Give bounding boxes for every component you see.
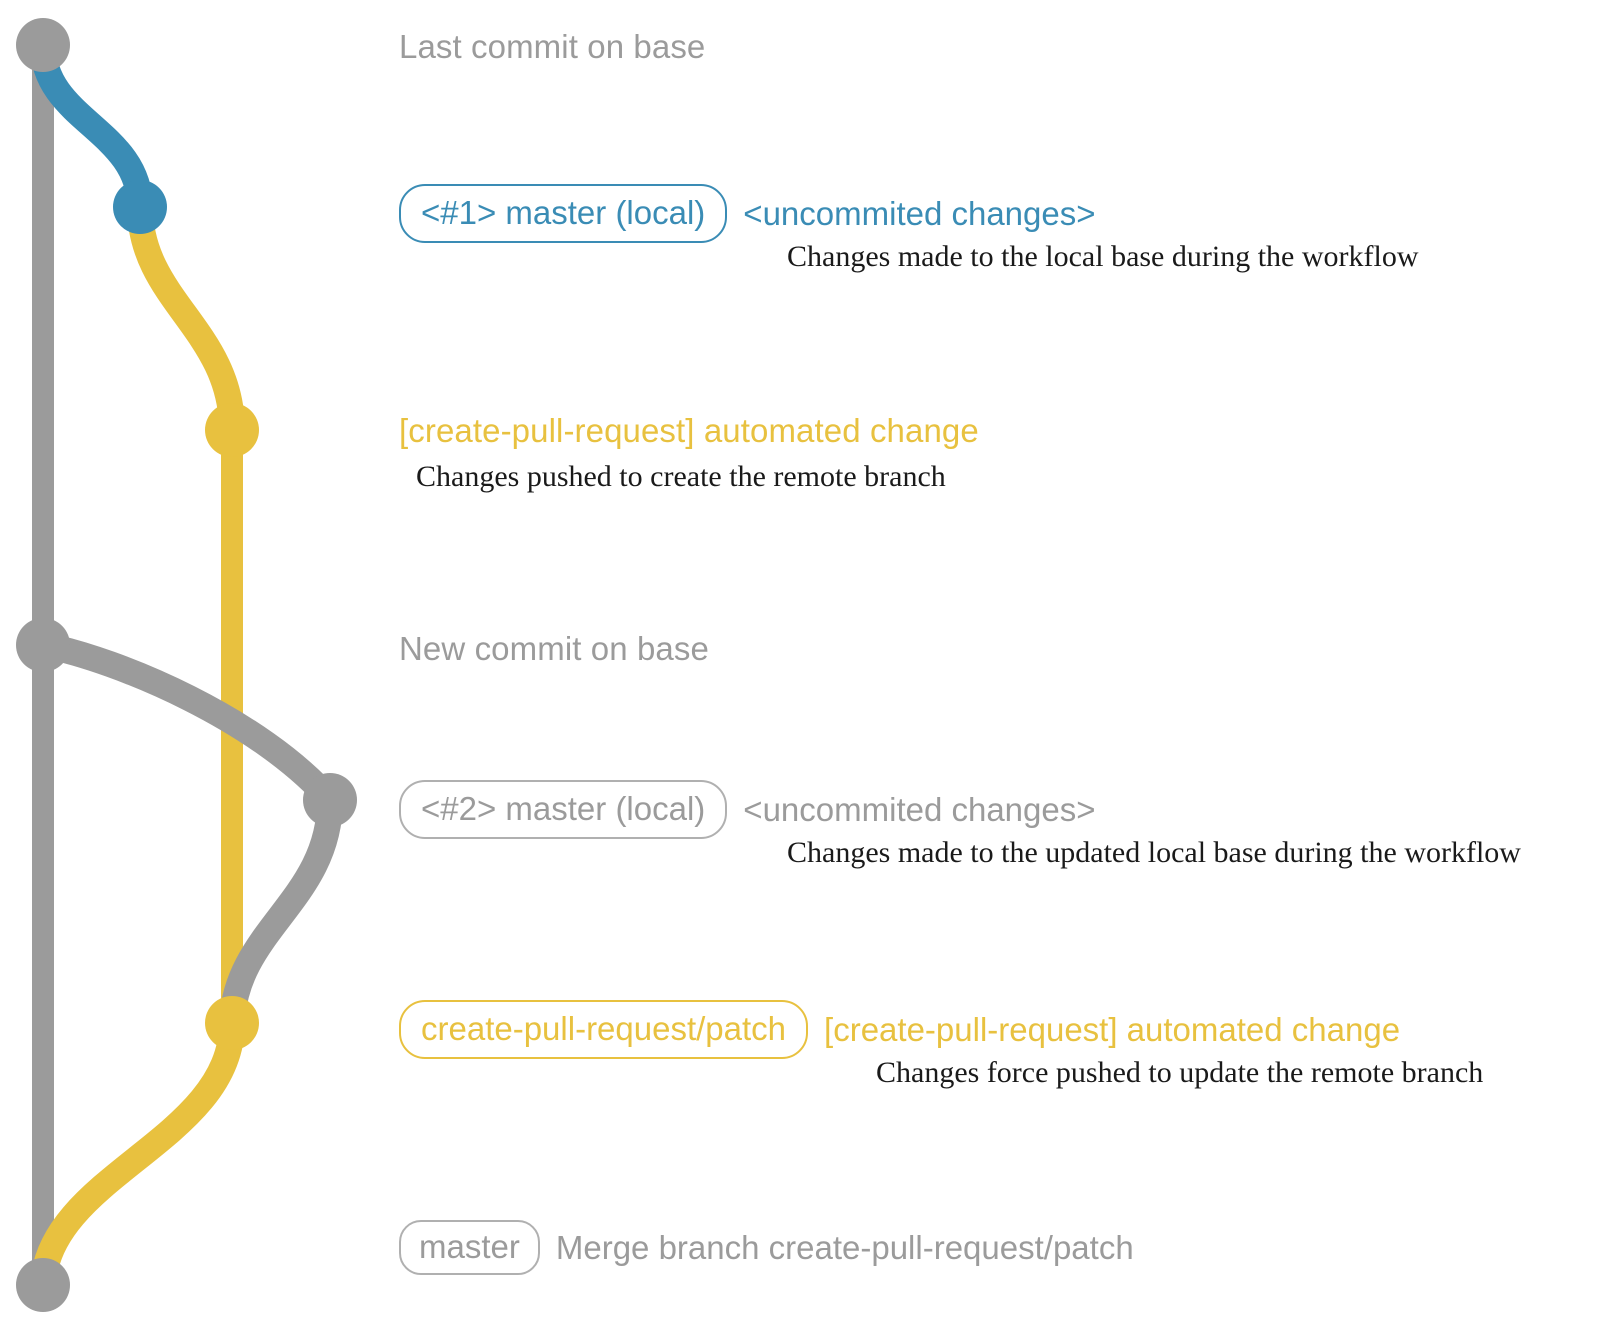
commit-row-c5: <#2> master (local) <uncommited changes> [399,780,1096,839]
branch-badge-master-local-1[interactable]: <#1> master (local) [399,184,728,243]
commit-row-c4: New commit on base [399,632,709,665]
commit-note-c3: Changes pushed to create the remote bran… [416,460,946,493]
commit-subject-c1: Last commit on base [399,28,706,65]
branch-badge-master-local-2[interactable]: <#2> master (local) [399,780,728,839]
edge-c2-to-c3 [127,194,245,443]
commit-row-c3: [create-pull-request] automated change [399,414,979,447]
edge-c4-to-c5 [30,632,343,813]
commit-subject-c7: Merge branch create-pull-request/patch [555,1229,1134,1266]
commit-subject-c4: New commit on base [399,630,709,667]
edge-c5-to-c6 [219,787,343,1036]
commit-row-c1: Last commit on base [399,30,705,63]
commit-subject-c3: [create-pull-request] automated change [399,412,979,449]
branch-badge-master[interactable]: master [399,1220,540,1275]
commit-node-c3[interactable] [205,403,259,457]
commit-node-c6[interactable] [205,996,259,1050]
commit-subject-c5: <uncommited changes> [743,791,1096,828]
edge-c1-to-c2 [30,32,153,220]
commit-row-c2: <#1> master (local) <uncommited changes> [399,184,1096,243]
commit-row-c7: master Merge branch create-pull-request/… [399,1220,1134,1275]
commit-row-c6: create-pull-request/patch [create-pull-r… [399,1000,1400,1059]
commit-note-c6: Changes force pushed to update the remot… [876,1056,1484,1089]
commit-node-c5[interactable] [303,773,357,827]
edge-c6-to-c7 [30,1010,245,1298]
commit-subject-c2: <uncommited changes> [743,195,1096,232]
commit-subject-c6: [create-pull-request] automated change [824,1011,1401,1048]
commit-node-c4[interactable] [16,618,70,672]
commit-node-c7[interactable] [16,1258,70,1312]
commit-note-c2: Changes made to the local base during th… [787,240,1419,273]
branch-badge-create-pull-request-patch[interactable]: create-pull-request/patch [399,1000,809,1059]
commit-node-c2[interactable] [113,180,167,234]
commit-note-c5: Changes made to the updated local base d… [787,836,1521,869]
commit-node-c1[interactable] [16,18,70,72]
